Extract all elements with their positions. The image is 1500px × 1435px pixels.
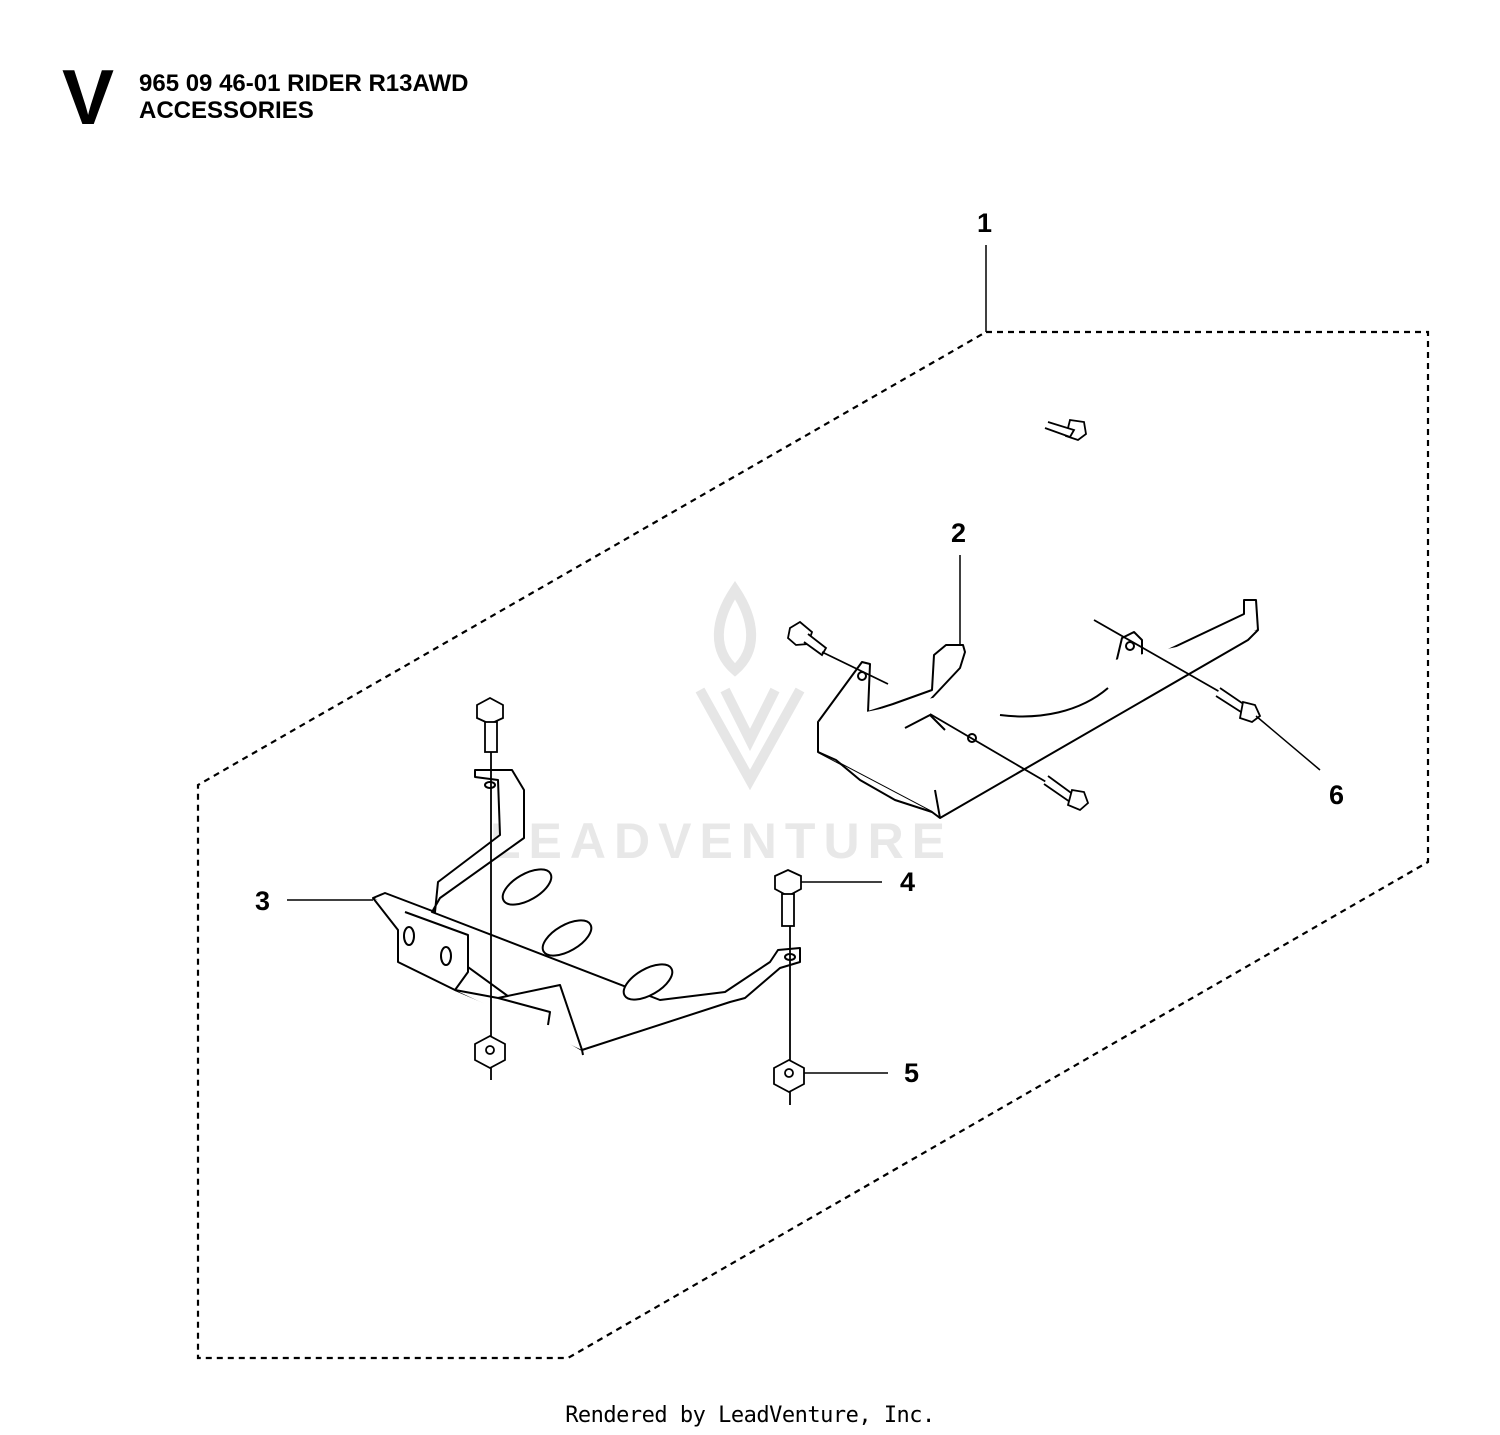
callout-4: 4 [900, 867, 916, 897]
watermark-logo-icon [695, 580, 805, 791]
diagram-title: 965 09 46-01 RIDER R13AWD ACCESSORIES [139, 70, 468, 124]
leader-6 [1255, 715, 1321, 771]
part-5-nut-icon [773, 1058, 805, 1094]
part-2-guard [817, 599, 1259, 819]
bolt-upper-left-icon [787, 620, 889, 685]
callout-6: 6 [1329, 780, 1345, 810]
section-letter: V [62, 53, 115, 141]
bolt-lower-icon [0, 0, 1090, 812]
bolt-part3-left-icon [476, 696, 504, 1080]
part-3-guard [372, 769, 801, 1056]
kit-outline [196, 330, 1430, 1360]
footer-credit: Rendered by LeadVenture, Inc. [565, 1403, 935, 1428]
nut-part3-left-icon [474, 1034, 506, 1070]
title-line-category: ACCESSORIES [139, 97, 314, 124]
bolt-right-icon [1093, 619, 1262, 724]
callout-5: 5 [904, 1058, 920, 1088]
callout-2: 2 [951, 518, 967, 548]
callout-3: 3 [255, 886, 271, 916]
callout-1: 1 [977, 208, 993, 238]
watermark-text: LEADVENTURE [490, 813, 954, 869]
title-line-model: 965 09 46-01 RIDER R13AWD [139, 70, 469, 97]
